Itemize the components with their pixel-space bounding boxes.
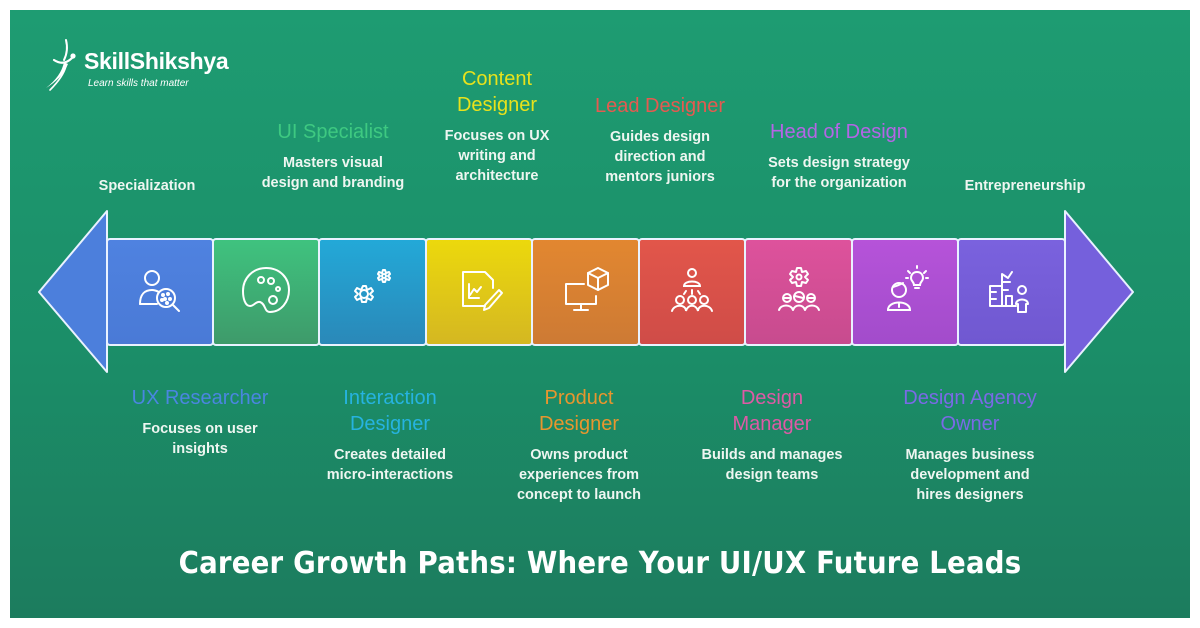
stage-description: Builds and manages design teams xyxy=(701,447,843,483)
team-gear-icon xyxy=(778,267,820,311)
stage-description: Focuses on user insights xyxy=(142,421,258,457)
stage-title: Lead Designer xyxy=(594,95,726,117)
stage-description: Manages business development and hires d… xyxy=(905,447,1035,503)
stage-title: Design Agency Owner xyxy=(903,387,1037,435)
stage-design-agency-owner: Design Agency Owner Manages business dev… xyxy=(903,385,1036,505)
person-idea-icon xyxy=(886,265,929,311)
business-owner-icon xyxy=(989,271,1029,313)
user-research-icon xyxy=(139,270,180,312)
brand-name: SkillShikshya xyxy=(84,48,229,74)
stage-design-manager: Design Manager Builds and manages design… xyxy=(701,385,842,485)
stage-title: Design Manager xyxy=(732,387,812,435)
brand-logo[interactable]: SkillShikshya Learn skills that matter xyxy=(42,36,272,96)
stage-lead-designer: Lead Designer Guides design direction an… xyxy=(595,93,725,187)
stage-head-of-design: Head of Design Sets design strategy for … xyxy=(768,119,910,193)
stage-description: Creates detailed micro-interactions xyxy=(326,447,454,483)
stage-interaction-designer: Interaction Designer Creates detailed mi… xyxy=(327,385,454,485)
stage-ux-researcher: UX Researcher Focuses on user insights xyxy=(132,385,269,459)
stage-description: Masters visual design and branding xyxy=(261,155,405,191)
stage-ui-specialist: UI Specialist Masters visual design and … xyxy=(262,119,405,193)
logo-figure-icon xyxy=(46,39,76,91)
stage-title: Content Designer xyxy=(456,68,538,116)
stage-content-designer: Content Designer Focuses on UX writing a… xyxy=(445,66,550,186)
right-arrow-head xyxy=(1064,210,1134,373)
stage-title: UX Researcher xyxy=(131,387,269,409)
gears-icon xyxy=(354,269,391,303)
stage-title: Head of Design xyxy=(770,121,908,143)
stage-title: Product Designer xyxy=(538,387,620,435)
team-lead-icon xyxy=(671,268,713,312)
monitor-cube-icon xyxy=(565,267,609,311)
document-edit-icon xyxy=(462,271,503,311)
infographic-title: Career Growth Paths: Where Your UI/UX Fu… xyxy=(178,546,1022,581)
infographic-canvas: SkillShikshya Learn skills that matter xyxy=(10,10,1190,618)
stage-description: Sets design strategy for the organizatio… xyxy=(768,155,910,191)
stage-description: Owns product experiences from concept to… xyxy=(516,447,642,503)
stage-product-designer: Product Designer Owns product experience… xyxy=(517,385,641,505)
timeline-start-label: Specialization xyxy=(98,178,196,194)
stage-description: Guides design direction and mentors juni… xyxy=(605,129,715,185)
brand-tagline: Learn skills that matter xyxy=(88,78,189,89)
left-arrow-head xyxy=(38,210,108,373)
timeline-end-label: Entrepreneurship xyxy=(964,178,1086,194)
stage-description: Focuses on UX writing and architecture xyxy=(444,128,550,184)
palette-icon xyxy=(241,266,291,314)
stage-title: UI Specialist xyxy=(277,121,389,143)
stage-title: Interaction Designer xyxy=(343,387,437,435)
